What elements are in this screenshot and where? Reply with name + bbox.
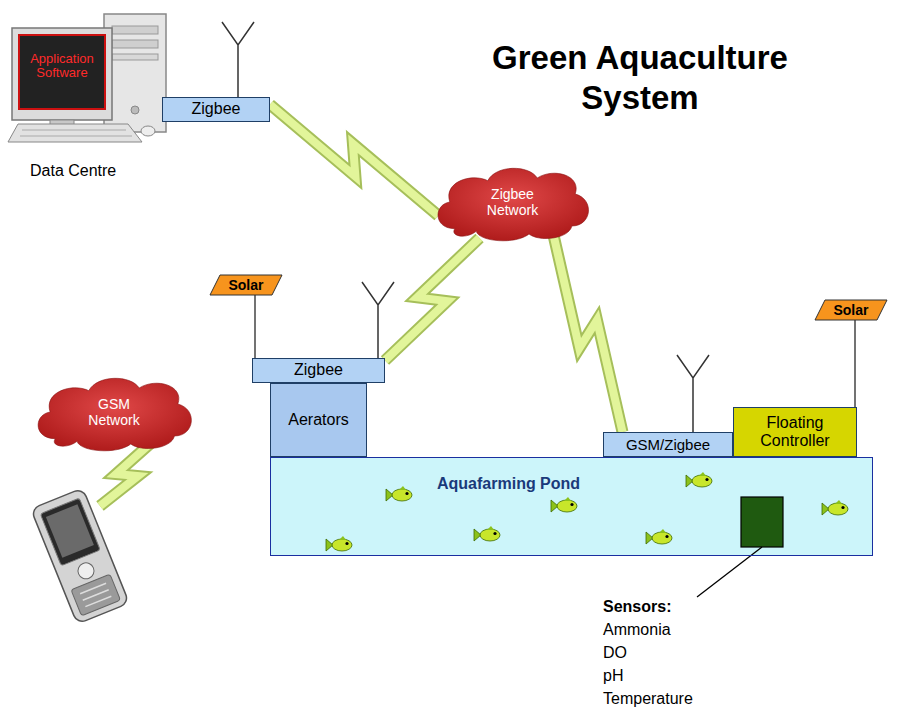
leader-line — [697, 547, 762, 597]
node-text: Zigbee — [294, 361, 343, 379]
controller-box: Floating Controller — [733, 407, 857, 457]
node-text: Solar — [228, 277, 263, 293]
zigbee-box: Zigbee — [162, 97, 270, 122]
phone-illustration — [31, 488, 129, 624]
node-text: Zigbee Network — [478, 186, 548, 218]
sensor-box — [741, 497, 783, 547]
aerator-box: Aerators — [270, 383, 367, 457]
sensor-item: Ammonia — [603, 621, 671, 639]
zigbee-box: Zigbee — [252, 358, 385, 383]
node-text: GSM Network — [79, 396, 149, 428]
solar-panel: Solar — [815, 300, 887, 320]
node-text: Aerators — [288, 411, 348, 429]
network-cloud: GSM Network — [30, 372, 198, 452]
node-text: Aquafarming Pond — [437, 475, 580, 493]
pond-box: Aquafarming Pond — [270, 457, 873, 556]
wireless-bolt — [100, 442, 152, 506]
sensor-item: Temperature — [603, 690, 693, 708]
pond-water — [270, 457, 873, 556]
node-text: Solar — [833, 302, 868, 318]
sensor-heading: Sensors: — [603, 598, 671, 616]
sensor-item: pH — [603, 667, 623, 685]
diagram-title: Green Aquaculture System — [455, 38, 825, 118]
node-text: Floating Controller — [740, 414, 850, 451]
node-text: Zigbee — [192, 100, 241, 118]
wireless-link — [385, 238, 480, 361]
location-label: Data Centre — [30, 162, 116, 180]
fish — [326, 472, 848, 551]
screen-text: Application Software — [21, 52, 103, 81]
computer-illustration — [8, 14, 166, 142]
sensor-item: DO — [603, 644, 627, 662]
solar-panel: Solar — [210, 275, 282, 295]
wireless-link — [554, 236, 623, 432]
network-cloud: Zigbee Network — [430, 162, 595, 242]
node-text: GSM/Zigbee — [626, 436, 710, 453]
gsm-zigbee-box: GSM/Zigbee — [603, 432, 733, 457]
wireless-link — [270, 105, 438, 216]
